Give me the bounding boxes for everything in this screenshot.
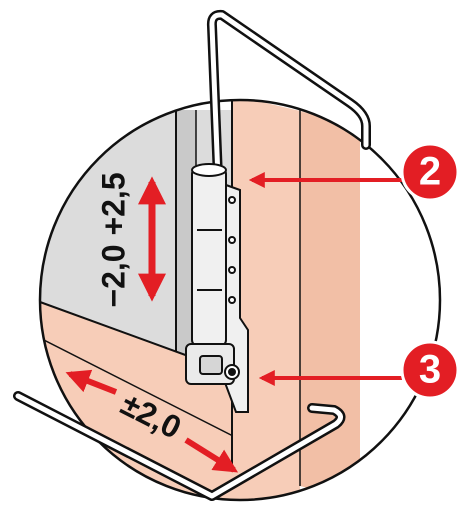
vertical-range-label: −2,0 +2,5: [95, 172, 131, 307]
horizontal-adjust-arrow: [65, 369, 239, 473]
hinge-icon: [185, 163, 249, 413]
callout-3: 3: [258, 340, 460, 400]
callout-3-badge: [400, 340, 460, 400]
magnifier-circle: [38, 98, 442, 502]
callout-2-number: 2: [419, 150, 441, 194]
callout-2-badge: [400, 142, 460, 202]
magnified-view: [40, 100, 440, 500]
callout-2: 2: [248, 142, 460, 202]
callout-3-number: 3: [419, 348, 441, 392]
allen-key-icon: [13, 391, 346, 501]
allen-key-icon: [206, 9, 371, 183]
